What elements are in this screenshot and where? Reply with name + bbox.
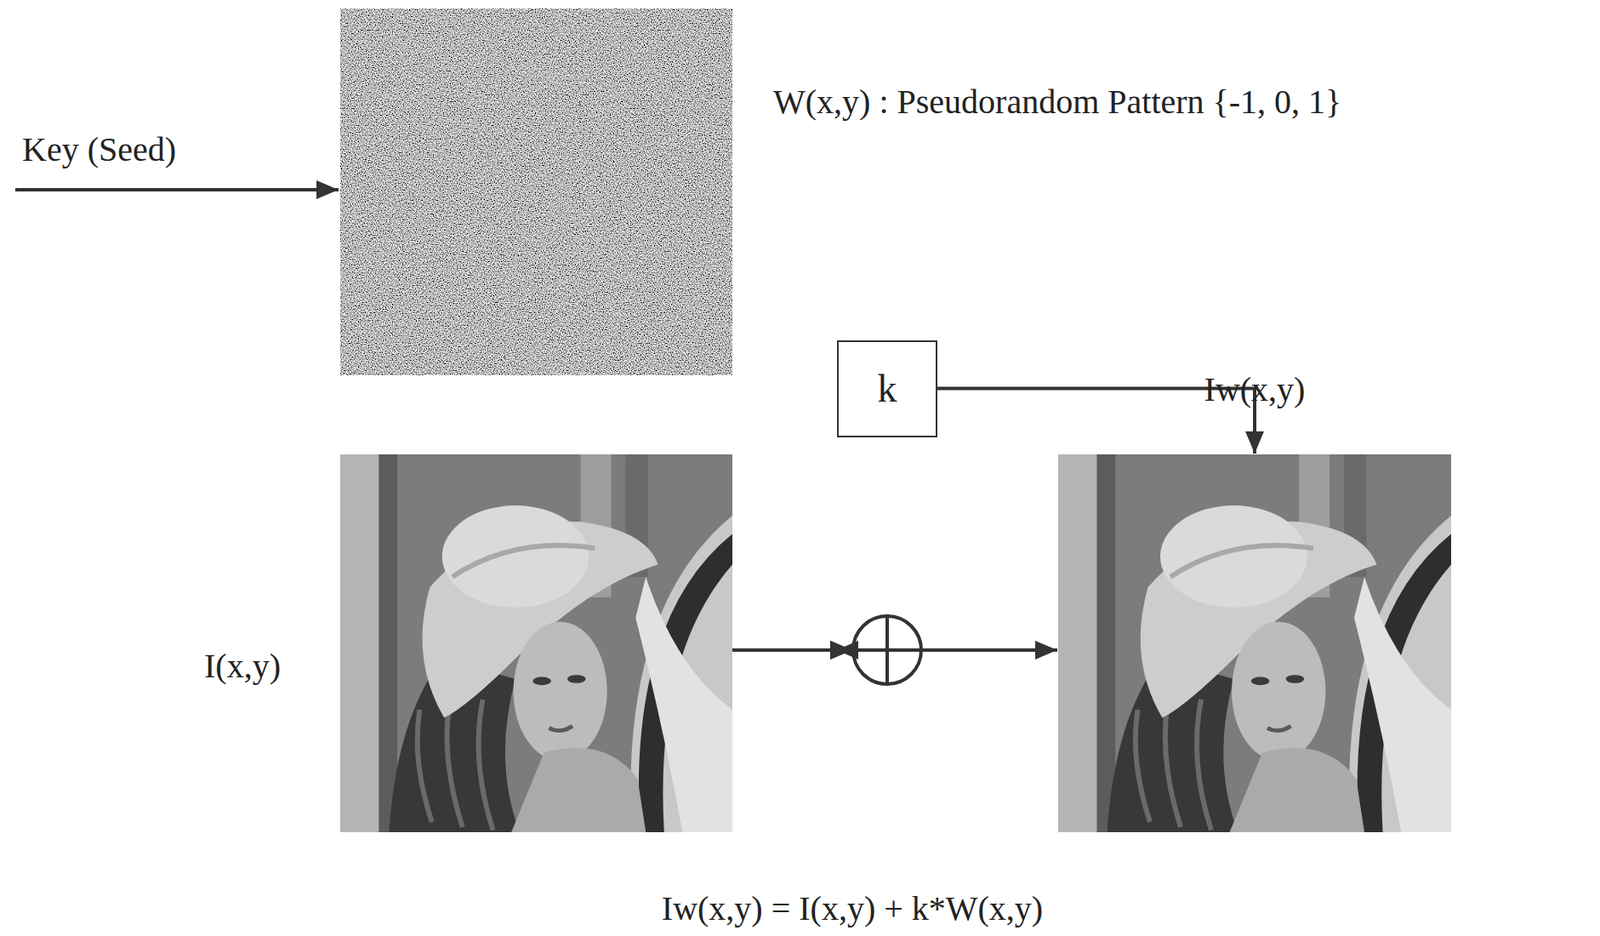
input-image: I(x,y) (340, 454, 733, 832)
key-label: Key (Seed) (22, 130, 177, 169)
photo-illustration (340, 454, 733, 832)
gain-box: k (837, 340, 938, 438)
noise-pattern (340, 8, 733, 376)
gain-label: k (877, 367, 898, 411)
connector (732, 649, 922, 651)
image-label: I(x,y) (204, 647, 281, 685)
output-image: Iw(x,y) (1058, 454, 1452, 832)
photo-illustration (1058, 454, 1452, 832)
pattern-label: W(x,y) : Pseudorandom Pattern {-1, 0, 1} (773, 83, 1342, 121)
pattern-image: W(x,y) : Pseudorandom Pattern {-1, 0, 1} (340, 8, 733, 376)
key-arrow (15, 187, 339, 192)
connector (732, 649, 1058, 651)
formula: Iw(x,y) = I(x,y) + k*W(x,y) (661, 889, 1043, 928)
image-label: Iw(x,y) (1204, 370, 1306, 409)
